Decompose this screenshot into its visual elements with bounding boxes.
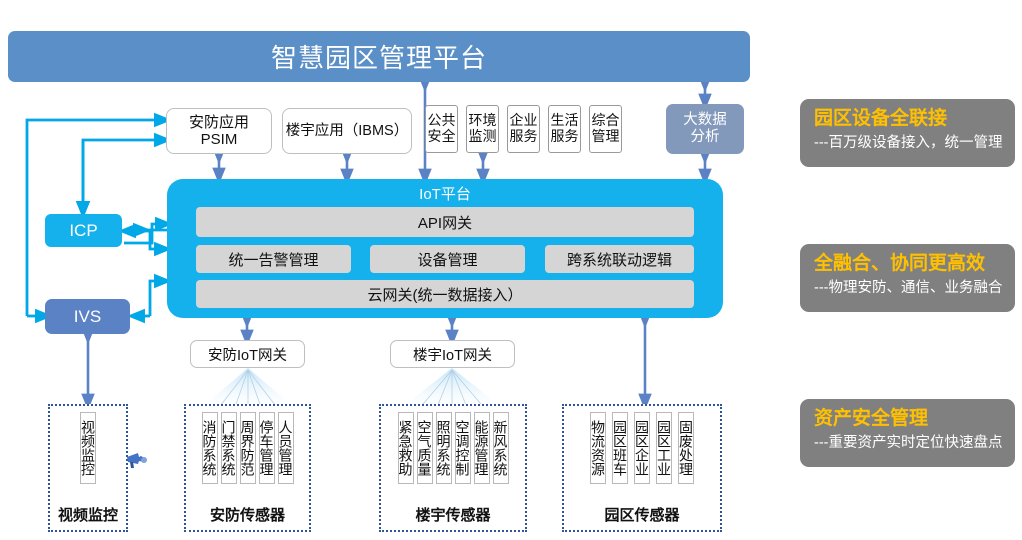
feature-panel-title: 全融合、协同更高效 [814, 253, 986, 274]
bigdata-line1: 大数据 [683, 112, 727, 129]
module-api-gateway[interactable]: API网关 [196, 207, 694, 237]
chip-line2: 监测 [468, 128, 497, 144]
sensor-group-video: 视频监控 视频监控 [48, 404, 147, 532]
feature-panel-asset-security: 资产安全管理 ---重要资产实时定位快速盘点 [800, 399, 1015, 467]
app-chip-public-safety[interactable]: 公共 安全 [425, 105, 458, 153]
app-chip-environment-monitor[interactable]: 环境 监测 [466, 105, 499, 153]
bigdata-line2: 分析 [690, 129, 720, 145]
app-psim-line1: 安防应用 [188, 113, 249, 131]
app-box-ibms[interactable]: 楼宇应用（IBMS） [282, 108, 412, 154]
sensor-items: 紧急救助 空气质量 照明系统 空调控制 能源管理 新风系统 [397, 412, 509, 500]
sensor-item[interactable]: 新风系统 [492, 412, 509, 484]
gateway-security-iot[interactable]: 安防IoT网关 [190, 340, 305, 368]
chip-line1: 企业 [509, 112, 538, 129]
fan-connector-security [193, 368, 303, 410]
gateway-building-iot[interactable]: 楼宇IoT网关 [390, 340, 515, 368]
sensor-item[interactable]: 园区班车 [612, 412, 628, 484]
sensor-items: 视频监控 [80, 412, 147, 500]
sensor-group-security: 消防系统 门禁系统 周界防范 停车管理 人员管理 安防传感器 [184, 404, 311, 532]
sensor-items: 消防系统 门禁系统 周界防范 停车管理 人员管理 [201, 412, 294, 500]
sensor-group-title: 楼宇传感器 [415, 507, 491, 524]
sensor-item[interactable]: 物流资源 [590, 412, 606, 484]
sensor-group-title: 园区传感器 [604, 507, 680, 524]
app-chip-integrated-management[interactable]: 综合 管理 [589, 105, 622, 153]
app-chip-enterprise-service[interactable]: 企业 服务 [507, 105, 540, 153]
sensor-item[interactable]: 园区工业 [656, 412, 672, 484]
sensor-item[interactable]: 空调控制 [454, 412, 471, 484]
module-device-management[interactable]: 设备管理 [370, 245, 525, 273]
feature-panel-title: 资产安全管理 [814, 408, 929, 429]
sensor-item[interactable]: 视频监控 [80, 412, 96, 484]
feature-panel-subtitle: ---物理安防、通信、业务融合 [814, 279, 1003, 296]
sensor-group-building: 紧急救助 空气质量 照明系统 空调控制 能源管理 新风系统 楼宇传感器 [379, 404, 527, 532]
chip-line1: 公共 [427, 112, 456, 129]
module-cloud-gateway[interactable]: 云网关(统一数据接入） [196, 280, 694, 308]
sensor-item[interactable]: 园区企业 [634, 412, 650, 484]
sensor-item[interactable]: 人员管理 [277, 412, 294, 484]
sensor-items: 物流资源 园区班车 园区企业 园区工业 固废处理 [590, 412, 694, 500]
node-icp[interactable]: ICP [45, 214, 122, 247]
node-ivs[interactable]: IVS [45, 299, 130, 334]
sensor-item[interactable]: 照明系统 [435, 412, 452, 484]
chip-line2: 服务 [550, 128, 579, 144]
feature-panel-subtitle: ---重要资产实时定位快速盘点 [814, 434, 1003, 451]
page-title: 智慧园区管理平台 [8, 31, 750, 82]
iot-platform-title: IoT平台 [419, 186, 471, 203]
app-chip-life-service[interactable]: 生活 服务 [548, 105, 581, 153]
chip-line1: 综合 [591, 112, 620, 129]
module-cross-system-linkage[interactable]: 跨系统联动逻辑 [545, 245, 694, 273]
sensor-item[interactable]: 紧急救助 [397, 412, 414, 484]
module-unified-alarm[interactable]: 统一告警管理 [196, 245, 351, 273]
sensor-group-title: 安防传感器 [209, 507, 285, 524]
feature-panel-title: 园区设备全联接 [814, 108, 948, 129]
app-psim-line2: PSIM [200, 131, 238, 148]
chip-line2: 管理 [591, 128, 620, 144]
chip-line2: 安全 [427, 128, 456, 144]
chip-line2: 服务 [509, 128, 538, 144]
feature-panel-convergence: 全融合、协同更高效 ---物理安防、通信、业务融合 [800, 244, 1015, 312]
iot-platform-container: IoT平台 API网关 统一告警管理 设备管理 跨系统联动逻辑 云网关(统一数据… [167, 179, 723, 318]
sensor-group-title: 视频监控 [57, 507, 118, 524]
sensor-group-park: 物流资源 园区班车 园区企业 园区工业 固废处理 园区传感器 [562, 404, 722, 532]
sensor-item[interactable]: 空气质量 [416, 412, 433, 484]
sensor-item[interactable]: 固废处理 [678, 412, 694, 484]
sensor-item[interactable]: 停车管理 [258, 412, 275, 484]
sensor-item[interactable]: 门禁系统 [220, 412, 237, 484]
sensor-item[interactable]: 能源管理 [473, 412, 490, 484]
fan-connector-building [393, 368, 511, 410]
feature-panel-connectivity: 园区设备全联接 ---百万级设备接入，统一管理 [800, 99, 1015, 167]
big-data-analytics-box[interactable]: 大数据 分析 [666, 104, 744, 154]
feature-panel-subtitle: ---百万级设备接入，统一管理 [814, 134, 1003, 151]
sensor-item[interactable]: 消防系统 [201, 412, 218, 484]
app-box-psim[interactable]: 安防应用 PSIM [166, 108, 272, 154]
sensor-item[interactable]: 周界防范 [239, 412, 256, 484]
chip-line1: 环境 [468, 112, 497, 129]
camera-icon [127, 453, 147, 468]
chip-line1: 生活 [550, 112, 579, 129]
